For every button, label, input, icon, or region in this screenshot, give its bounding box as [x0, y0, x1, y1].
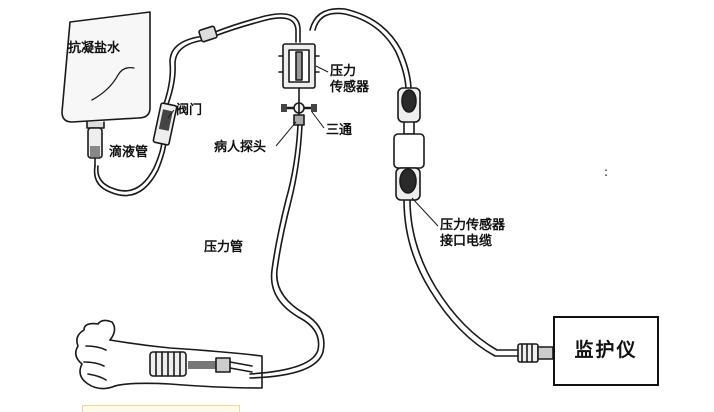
- label-pressure-tube: 压力管: [204, 240, 244, 255]
- caption-strip: [82, 405, 240, 412]
- patient-arm: [74, 319, 263, 390]
- dot-mark: :: [604, 165, 609, 179]
- valve-clamp: [152, 102, 178, 146]
- label-pressure-sensor-2: 传感器: [330, 80, 370, 95]
- label-patient-probe: 病人探头: [214, 140, 267, 155]
- label-valve: 阀门: [176, 103, 203, 118]
- label-pressure-sensor-1: 压力: [330, 64, 357, 79]
- monitor-plug: [517, 343, 554, 363]
- label-three-way: 三通: [326, 123, 353, 138]
- three-way-stopcock: [281, 99, 317, 126]
- top-connector: [198, 25, 218, 43]
- monitor-device: 监护仪: [553, 316, 659, 386]
- monitor-label: 监护仪: [574, 339, 638, 361]
- label-saline-bag: 抗凝盐水: [68, 41, 121, 56]
- cable-connector: [393, 87, 425, 201]
- drip-chamber: [87, 127, 103, 167]
- sensor-cable: [309, 7, 521, 357]
- pressure-tube: [249, 124, 325, 379]
- label-drip-tube: 滴液管: [109, 145, 149, 160]
- pressure-sensor: [278, 43, 320, 101]
- saline-bag: [61, 11, 151, 129]
- label-sensor-cable-2: 接口电缆: [440, 234, 493, 249]
- iv-tubing: [93, 13, 301, 197]
- label-sensor-cable-1: 压力传感器: [440, 218, 506, 233]
